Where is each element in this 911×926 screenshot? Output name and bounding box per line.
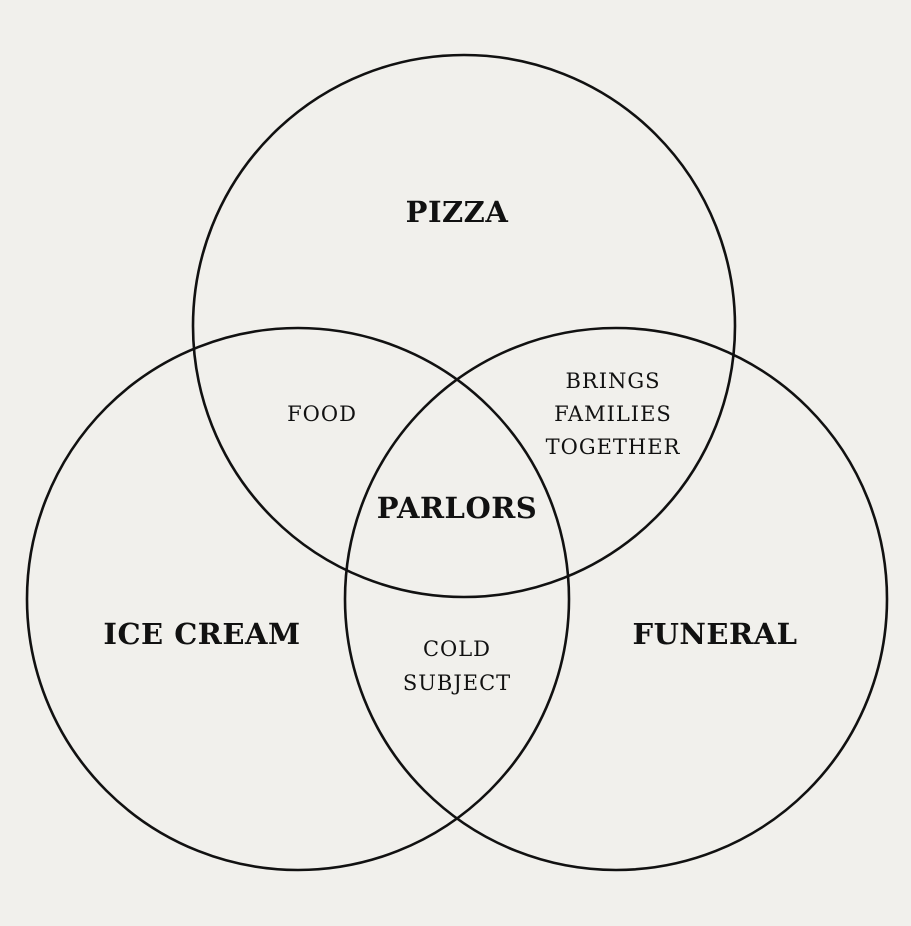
set-label-pizza: PIZZA [406,195,509,229]
funeral-circle [343,326,889,872]
overlap-label-families: FAMILIES [554,402,672,426]
overlap-label-together: TOGETHER [546,435,681,459]
set-label-ice-cream: ICE CREAM [103,617,300,651]
pizza-circle [191,53,737,599]
overlap-label-cold: COLD [423,637,491,661]
overlap-label-food: FOOD [287,402,357,426]
center-label-parlors: PARLORS [377,491,538,525]
set-label-funeral: FUNERAL [633,617,798,651]
overlap-label-brings: BRINGS [565,369,660,393]
ice-cream-circle [25,326,571,872]
overlap-label-subject: SUBJECT [403,671,511,695]
